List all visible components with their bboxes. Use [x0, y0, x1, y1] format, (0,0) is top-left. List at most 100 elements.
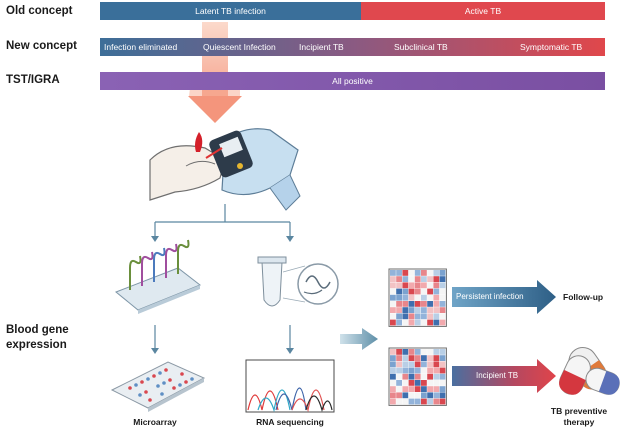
active-tb-label: Active TB — [464, 6, 502, 16]
heatmap-cell — [390, 288, 396, 295]
new-concept-stages: Infection eliminated Quiescent Infection… — [100, 38, 605, 56]
heatmap-cell — [433, 288, 440, 295]
heatmap-cell — [439, 294, 446, 301]
heatmap-cell — [421, 392, 427, 399]
heatmap-cell — [427, 367, 433, 374]
stage-quiescent-infection: Quiescent Infection — [203, 42, 276, 52]
heatmap-cell — [402, 392, 409, 399]
heatmap-cell — [421, 355, 427, 361]
heatmap-cell — [433, 294, 440, 301]
old-bar-active-label-box: Active TB — [361, 2, 605, 20]
heatmap-cell — [427, 355, 433, 361]
heatmap-cell — [433, 380, 440, 386]
stage-infection-eliminated: Infection eliminated — [104, 42, 178, 52]
heatmap-cell — [439, 307, 446, 313]
heatmap-cell — [421, 361, 427, 368]
tst-bar-label-box: All positive — [100, 72, 605, 90]
heatmap-cell — [402, 398, 409, 405]
heatmap-cell — [421, 288, 427, 295]
heatmap-cell — [433, 355, 440, 361]
heatmap-cell — [390, 270, 396, 276]
heatmap-cell — [408, 288, 415, 295]
heatmap-cell — [396, 307, 402, 313]
heatmap-cell — [414, 355, 421, 361]
follow-up-label: Follow-up — [563, 292, 604, 302]
heatmap-cell — [408, 276, 415, 282]
heatmap-cell — [439, 270, 446, 276]
heatmap-cell — [433, 361, 440, 368]
heatmap-cell — [414, 313, 421, 320]
heatmap-cell — [396, 270, 402, 276]
heatmap-cell — [390, 373, 396, 380]
heatmap-cell — [421, 270, 427, 276]
stage-incipient-tb: Incipient TB — [299, 42, 344, 52]
heatmap-cell — [414, 270, 421, 276]
heatmap-cell — [439, 282, 446, 289]
heatmap-cell — [433, 270, 440, 276]
heatmap-cell — [402, 386, 409, 392]
heatmap-cell — [390, 301, 396, 307]
heatmap-cell — [396, 276, 402, 282]
heatmap-cell — [408, 270, 415, 276]
heatmap-cell — [414, 307, 421, 313]
heatmap-cell — [427, 319, 433, 326]
heatmap-cell — [421, 319, 427, 326]
heatmap-cell — [439, 313, 446, 320]
old-bar-latent — [100, 2, 361, 20]
heatmap-cell — [396, 380, 402, 386]
heatmap-cell — [433, 367, 440, 374]
heatmap-cell — [396, 367, 402, 374]
heatmap-cell — [408, 386, 415, 392]
heatmap-cell — [408, 355, 415, 361]
heatmap-cell — [408, 380, 415, 386]
heatmap-cell — [396, 398, 402, 405]
heatmap-cell — [390, 398, 396, 405]
heatmap-cell — [414, 282, 421, 289]
heatmap-cell — [408, 392, 415, 399]
heatmap-cell — [390, 361, 396, 368]
heatmap-cell — [439, 398, 446, 405]
heatmap-cell — [421, 282, 427, 289]
heatmap-cell — [408, 282, 415, 289]
rna-sequencing-caption: RNA sequencing — [256, 417, 324, 427]
heatmap-cell — [396, 373, 402, 380]
heatmap-cell — [439, 386, 446, 392]
heatmap-cell — [427, 276, 433, 282]
incipient-arrow — [452, 359, 556, 393]
heatmap-cell — [396, 392, 402, 399]
microarray-slide-illustration — [115, 239, 201, 314]
row-label-old-concept: Old concept — [6, 5, 73, 17]
tb-preventive-therapy-label: TB preventive therapy — [550, 406, 608, 427]
latent-tb-infection-label: Latent TB infection — [195, 6, 266, 16]
heatmap-cell — [414, 294, 421, 301]
row-label-blood-gene-expression: Blood gene expression — [6, 324, 69, 351]
heatmap-cell — [402, 367, 409, 374]
heatmap-cell — [421, 386, 427, 392]
heatmap-cell — [408, 301, 415, 307]
heatmap-cell — [408, 367, 415, 374]
heatmap-cell — [427, 301, 433, 307]
heatmap-cell — [396, 319, 402, 326]
heatmap-cell — [427, 386, 433, 392]
heatmap-cell — [390, 313, 396, 320]
heatmap-cell — [421, 294, 427, 301]
heatmap-cell — [396, 349, 402, 355]
heatmap-cell — [433, 349, 440, 355]
heatmap-cell — [427, 282, 433, 289]
heatmap-cell — [414, 319, 421, 326]
heatmap-cell — [408, 361, 415, 368]
heatmap-cell — [421, 373, 427, 380]
heatmap-cell — [402, 313, 409, 320]
stage-subclinical-tb: Subclinical TB — [394, 42, 448, 52]
heatmap-cell — [414, 349, 421, 355]
heatmap-cell — [414, 386, 421, 392]
heatmap-top — [388, 268, 447, 327]
heatmap-cell — [414, 373, 421, 380]
heatmap-cell — [396, 386, 402, 392]
persistent-arrow — [452, 280, 556, 314]
heatmap-border — [388, 347, 447, 406]
heatmap-cell — [433, 319, 440, 326]
heatmap-cell — [408, 319, 415, 326]
middle-arrow — [340, 328, 378, 350]
